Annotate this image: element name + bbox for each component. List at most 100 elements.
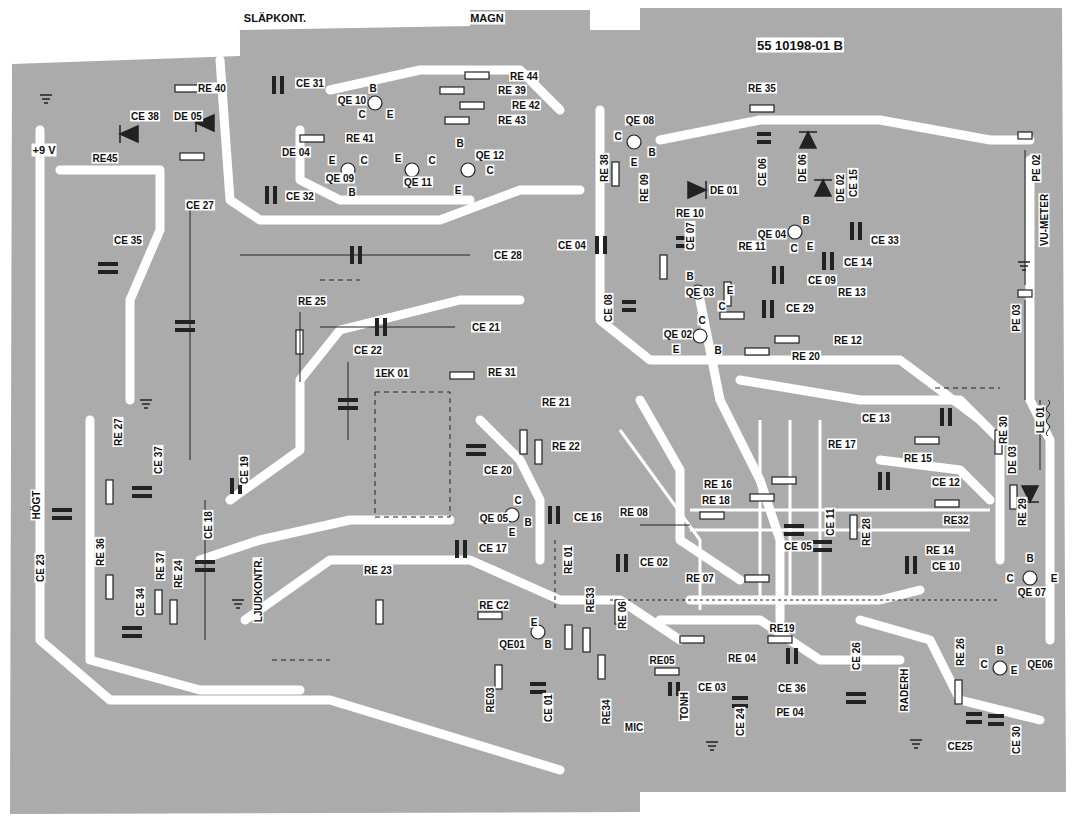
part-label: RE 18	[701, 495, 731, 506]
part-label: RE 21	[541, 397, 571, 408]
part-label: CE 20	[483, 465, 513, 476]
part-label: CE25	[946, 741, 973, 752]
part-label: C	[513, 495, 522, 506]
part-label: RE 36	[95, 537, 106, 567]
part-label: RE 13	[837, 287, 867, 298]
part-label: CE 06	[757, 157, 768, 187]
part-label: RE C2	[478, 600, 509, 611]
part-label: RE 08	[619, 507, 649, 518]
part-label: RE 28	[861, 517, 872, 547]
part-label: B	[368, 83, 377, 94]
part-label: DE 06	[797, 153, 808, 183]
part-label: CE 22	[353, 345, 383, 356]
part-label: B	[347, 187, 356, 198]
part-label: SLÄPKONT.	[243, 12, 307, 25]
part-label: E	[454, 185, 463, 196]
part-label: RE 37	[155, 551, 166, 581]
part-label: CE 19	[239, 455, 250, 485]
part-label: RE 11	[737, 241, 766, 252]
part-label: CE 12	[931, 477, 961, 488]
part-label: RE 43	[497, 115, 527, 126]
part-label: RE 39	[497, 85, 527, 96]
part-label: C	[359, 155, 368, 166]
part-label: CE 29	[785, 303, 815, 314]
part-label: C	[979, 659, 988, 670]
part-label: RE 17	[827, 439, 857, 450]
part-label: RE 16	[703, 479, 733, 490]
part-label: CE 18	[203, 510, 214, 540]
part-label: QE06	[1026, 659, 1054, 670]
part-label: RE19	[768, 623, 795, 634]
part-label: QE 09	[325, 173, 355, 184]
part-label: CE 13	[861, 413, 891, 424]
part-label: C	[789, 243, 798, 254]
part-label: RE 44	[509, 71, 539, 82]
part-label: E	[726, 285, 735, 296]
part-label: RE 09	[639, 173, 650, 203]
part-label: RE 10	[675, 208, 705, 219]
part-label: RE 26	[955, 637, 966, 667]
part-label: RE 07	[685, 573, 715, 584]
part-label: RE 15	[903, 453, 933, 464]
part-label: C	[717, 301, 726, 312]
part-label: QE 04	[757, 229, 787, 240]
part-label: RE 14	[925, 545, 955, 556]
part-label: E	[508, 527, 517, 538]
part-label: E	[394, 153, 403, 164]
part-label: B	[455, 138, 464, 149]
part-label: RE 38	[599, 153, 610, 183]
part-label: CE 32	[285, 191, 315, 202]
part-label: CE 21	[471, 322, 501, 333]
part-label: CE 03	[697, 682, 727, 693]
part-label: QE 05	[479, 513, 509, 524]
part-label: E	[1010, 665, 1019, 676]
part-label: RE 06	[617, 600, 628, 630]
part-label: 1EK 01	[374, 368, 409, 379]
part-label: CE 24	[735, 707, 746, 737]
part-label: RE 30	[998, 415, 1009, 445]
part-label: RE 12	[833, 335, 863, 346]
part-label: B	[647, 147, 656, 158]
part-label: CE 38	[130, 111, 160, 122]
part-label: B	[523, 517, 532, 528]
part-label: RE03	[485, 686, 496, 713]
part-label: RE05	[648, 655, 675, 666]
part-label: RE 25	[297, 296, 327, 307]
part-label: PE 04	[775, 707, 804, 718]
part-label: C	[613, 131, 622, 142]
part-label: DE 04	[281, 147, 311, 158]
part-label: RE 20	[791, 351, 821, 362]
part-label: E	[328, 155, 337, 166]
part-label: CE 01	[543, 693, 554, 723]
part-label: E	[672, 344, 681, 355]
part-label: DE 05	[173, 111, 203, 122]
part-label: CE 04	[557, 240, 587, 251]
part-label: CE 31	[295, 78, 325, 89]
part-label: CE 07	[685, 221, 696, 251]
part-label: PE 03	[1011, 303, 1022, 332]
part-label: RE 41	[345, 133, 375, 144]
part-label: MAGN	[469, 12, 505, 25]
part-label: RE 29	[1017, 497, 1028, 527]
part-label: E	[806, 241, 815, 252]
part-label: RE 35	[747, 83, 777, 94]
part-label: QE 12	[475, 150, 505, 161]
part-label: RE 27	[113, 417, 124, 447]
part-label: RE 31	[487, 367, 517, 378]
part-label: CE 23	[35, 553, 46, 583]
part-label: QE 07	[1017, 587, 1047, 598]
part-label: PE 02	[1031, 153, 1042, 182]
part-label: B	[801, 215, 810, 226]
part-label: RE 04	[727, 653, 757, 664]
part-label: RADERH	[899, 668, 910, 713]
part-label: VU-METER	[1039, 193, 1050, 247]
part-label: CE 26	[851, 641, 862, 671]
part-label: CE 33	[870, 235, 900, 246]
part-label: E	[386, 109, 395, 120]
part-label: RE 23	[363, 565, 393, 576]
part-label: RE33	[585, 586, 596, 613]
part-label: QE 10	[337, 95, 367, 106]
part-label: RE32	[942, 515, 969, 526]
part-label: CE 37	[153, 445, 164, 475]
